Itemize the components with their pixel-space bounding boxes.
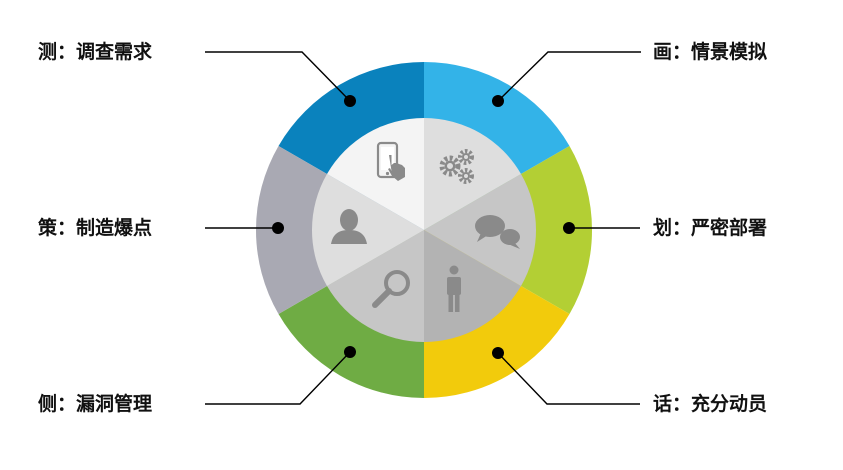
inner-slice-draw <box>424 118 521 230</box>
dot-strategy <box>272 222 284 234</box>
inner-slice-side <box>327 230 424 342</box>
inner-slice-strategy <box>311 174 424 286</box>
phone-touch-icon <box>376 141 405 181</box>
connector-draw <box>497 51 641 102</box>
chat-bubbles-icon <box>475 215 520 249</box>
label-side: 侧：漏洞管理 <box>38 392 152 415</box>
dot-plan <box>563 222 575 234</box>
connector-talk <box>497 352 640 405</box>
gears-icon <box>439 149 474 184</box>
label-plan: 划：严密部署 <box>653 216 767 239</box>
standing-person-icon <box>447 265 461 312</box>
magnifier-icon <box>372 270 410 308</box>
user-bust-icon <box>331 209 367 244</box>
dot-side <box>344 346 356 358</box>
label-strategy: 策：制造爆点 <box>38 216 152 239</box>
dot-draw <box>492 95 504 107</box>
label-draw: 画：情景模拟 <box>653 40 767 63</box>
connector-dots <box>272 95 575 359</box>
label-talk: 话：充分动员 <box>653 392 767 415</box>
inner-slice-measure <box>327 118 424 230</box>
connector-lines <box>205 51 641 405</box>
labels: 测：调查需求 画：情景模拟 划：严密部署 话：充分动员 侧：漏洞管理 策：制造爆… <box>38 40 767 415</box>
dot-talk <box>492 347 504 359</box>
dot-measure <box>344 95 356 107</box>
connector-side <box>205 351 351 405</box>
inner-slice-talk <box>424 230 521 343</box>
label-measure: 测：调查需求 <box>38 40 153 63</box>
connector-measure <box>205 51 351 102</box>
